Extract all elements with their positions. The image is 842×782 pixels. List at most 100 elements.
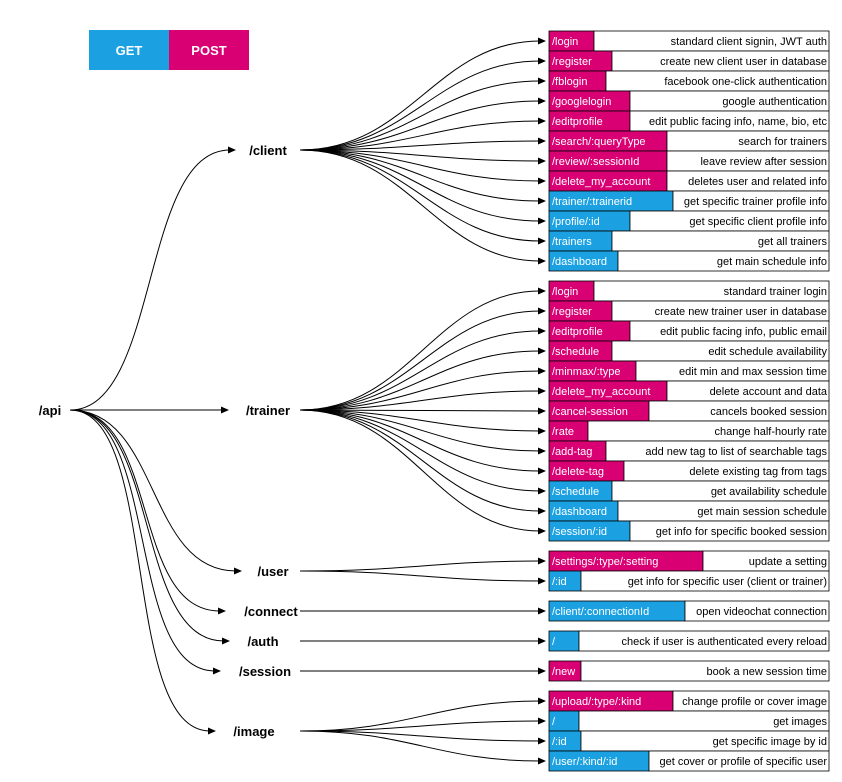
route-path-text: /:id <box>552 736 567 748</box>
arrowhead <box>538 507 546 515</box>
arrowhead <box>538 177 546 185</box>
arrowhead <box>221 406 229 414</box>
edge-group-to-route <box>299 149 541 182</box>
route-desc-text: edit schedule availability <box>708 346 827 358</box>
edge-root-to-group <box>69 409 221 612</box>
route-path-text: /schedule <box>552 346 599 358</box>
route-desc-text: book a new session time <box>707 666 827 678</box>
arrowhead <box>538 77 546 85</box>
route-desc-text: leave review after session <box>700 156 827 168</box>
group-label-image: /image <box>233 724 274 739</box>
route-path-text: /delete_my_account <box>552 386 650 398</box>
route-path-text: /editprofile <box>552 116 603 128</box>
arrowhead <box>538 137 546 145</box>
route-path-text: /login <box>552 36 578 48</box>
arrowhead <box>538 577 546 585</box>
route-path-text: /schedule <box>552 486 599 498</box>
route-path-text: /register <box>552 306 592 318</box>
route-desc-text: google authentication <box>722 96 827 108</box>
route-path-text: /cancel-session <box>552 406 628 418</box>
route-path-text: /add-tag <box>552 446 592 458</box>
root-node-api: /api <box>39 403 61 418</box>
edge-group-to-route <box>299 120 541 151</box>
edge-group-to-route <box>299 100 541 151</box>
arrowhead <box>234 567 242 575</box>
edge-group-to-route <box>299 140 541 151</box>
route-desc-text: edit min and max session time <box>679 366 827 378</box>
route-path-text: /minmax/:type <box>552 366 620 378</box>
arrowhead <box>538 557 546 565</box>
route-desc-text: deletes user and related info <box>688 176 827 188</box>
route-desc-text: get main schedule info <box>717 256 827 268</box>
route-desc-cell <box>580 570 830 592</box>
edge-group-to-route <box>299 560 541 572</box>
edge-group-to-route <box>299 409 541 432</box>
route-path-text: /rate <box>552 426 574 438</box>
route-row: /get images <box>548 710 830 732</box>
route-desc-text: get specific trainer profile info <box>684 196 827 208</box>
edge-group-to-route <box>299 409 541 452</box>
arrowhead <box>538 217 546 225</box>
edge-root-to-group <box>69 409 211 732</box>
route-path-text: /settings/:type/:setting <box>552 556 658 568</box>
route-path-text: / <box>552 636 556 648</box>
edge-group-to-route <box>299 149 541 202</box>
edge-group-to-route <box>299 149 541 162</box>
route-desc-cell <box>684 600 830 622</box>
group-label-connect: /connect <box>244 604 298 619</box>
edge-root-to-group <box>69 409 225 642</box>
edge-group-to-route <box>299 80 541 151</box>
route-desc-text: standard trainer login <box>724 286 827 298</box>
edge-root-to-group <box>69 149 231 411</box>
route-desc-cell <box>648 750 830 772</box>
arrowhead <box>538 37 546 45</box>
edge-group-to-route <box>299 60 541 151</box>
route-desc-text: search for trainers <box>738 136 827 148</box>
route-row: / check if user is authenticated every re… <box>548 630 830 652</box>
route-desc-text: check if user is authenticated every rel… <box>622 636 827 648</box>
route-desc-text: get specific client profile info <box>689 216 827 228</box>
route-desc-text: standard client signin, JWT auth <box>671 36 827 48</box>
route-path-text: /trainers <box>552 236 592 248</box>
arrowhead <box>538 737 546 745</box>
edge-group-to-route <box>299 149 541 222</box>
edge-group-to-route <box>299 409 541 492</box>
route-desc-cell <box>629 520 830 542</box>
arrowhead <box>213 667 221 675</box>
arrowhead <box>538 197 546 205</box>
arrowhead <box>218 607 226 615</box>
route-path-text: /delete_my_account <box>552 176 650 188</box>
route-desc-text: add new tag to list of searchable tags <box>645 446 827 458</box>
arrowhead <box>538 97 546 105</box>
legend-get-label: GET <box>116 43 143 58</box>
edge-group-to-route <box>299 149 541 242</box>
route-desc-text: get specific image by id <box>713 736 827 748</box>
route-path-text: /dashboard <box>552 506 607 518</box>
arrowhead <box>538 487 546 495</box>
arrowhead <box>228 146 236 154</box>
connector-edges <box>69 37 546 765</box>
route-path-text: /session/:id <box>552 526 607 538</box>
route-desc-text: get info for specific booked session <box>656 526 827 538</box>
route-desc-text: update a setting <box>749 556 827 568</box>
edge-group-to-route <box>299 409 541 512</box>
arrowhead <box>538 447 546 455</box>
edge-group-to-route <box>299 149 541 262</box>
edge-group-to-route <box>299 310 541 411</box>
route-desc-text: create new client user in database <box>660 56 827 68</box>
route-row: /delete_my_account deletes user and relat… <box>548 170 830 192</box>
edge-group-to-route <box>299 409 541 532</box>
route-path-text: /client/:connectionId <box>552 606 649 618</box>
